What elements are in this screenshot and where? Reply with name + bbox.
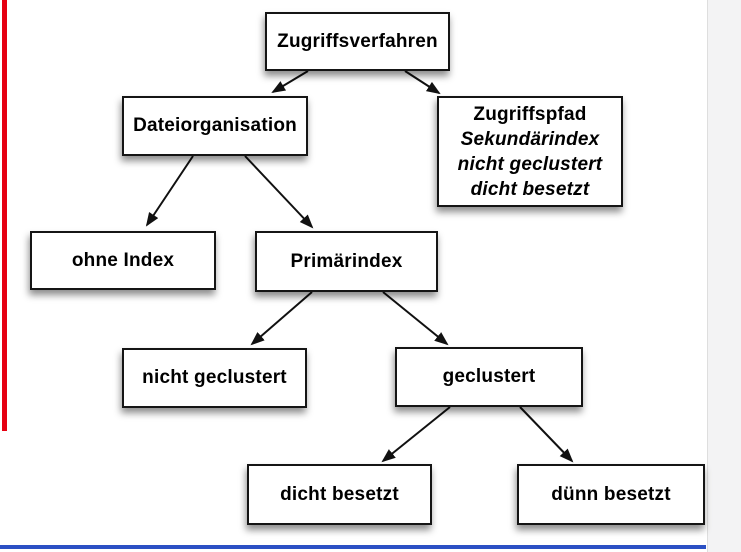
node-label: Zugriffsverfahren <box>277 30 438 52</box>
node-primaerindex: Primärindex <box>255 231 438 292</box>
edge-primaerindex-to-nicht_geclustert <box>250 291 313 346</box>
node-ohne-index: ohne Index <box>30 231 216 290</box>
edge-zugriffsverfahren-to-dateiorganisation <box>271 70 309 94</box>
node-dateiorganisation: Dateiorganisation <box>122 96 308 156</box>
edge-geclustert-to-dicht_besetzt <box>381 406 451 463</box>
node-nicht-geclustert: nicht geclustert <box>122 348 307 408</box>
node-label: nicht geclustert <box>142 367 287 388</box>
edge-geclustert-to-duenn_besetzt <box>519 406 574 463</box>
node-zugriffsverfahren: Zugriffsverfahren <box>265 12 450 71</box>
slide-left-red-stripe <box>2 0 7 431</box>
edge-primaerindex-to-geclustert <box>382 291 449 346</box>
node-zugriffspfad: Zugriffspfad Sekundärindex nicht geclust… <box>437 96 623 207</box>
edge-dateiorganisation-to-ohne_index <box>145 155 194 227</box>
node-label-line: nicht geclustert <box>457 153 603 175</box>
node-label-line: Sekundärindex <box>460 128 600 150</box>
edge-dateiorganisation-to-primaerindex <box>244 155 314 229</box>
node-duenn-besetzt: dünn besetzt <box>517 464 705 525</box>
edge-zugriffsverfahren-to-zugriffspfad <box>404 70 441 95</box>
node-label: Primärindex <box>290 250 403 272</box>
node-label: ohne Index <box>71 249 175 271</box>
node-dicht-besetzt: dicht besetzt <box>247 464 432 525</box>
slide-right-grey-band <box>707 0 741 552</box>
node-geclustert: geclustert <box>395 347 583 407</box>
node-label: geclustert <box>442 366 536 387</box>
slide-bottom-blue-rule <box>0 545 706 549</box>
node-label: Dateiorganisation <box>133 115 297 136</box>
node-label-line: Zugriffspfad <box>473 103 587 125</box>
node-label-line: dicht besetzt <box>470 178 590 200</box>
node-label: dünn besetzt <box>551 483 671 505</box>
node-label: dicht besetzt <box>280 483 399 505</box>
